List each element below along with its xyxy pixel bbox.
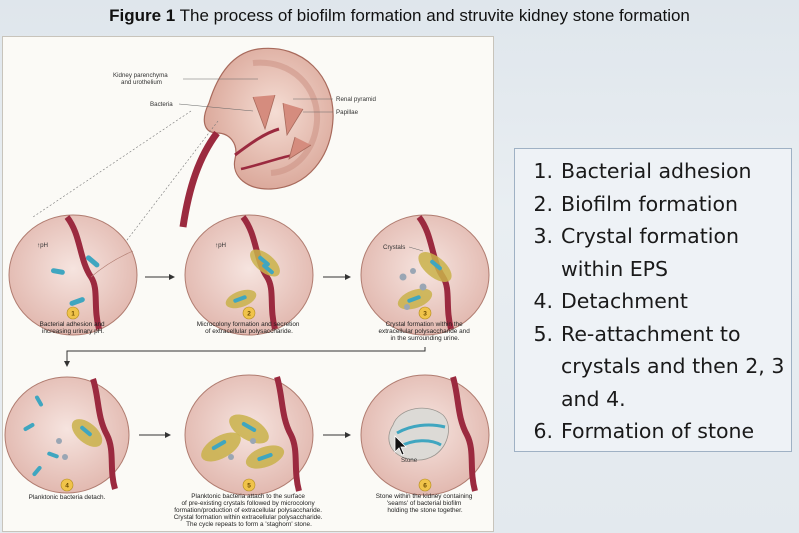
caption-stage-3: Crystal formation within the extracellul… xyxy=(378,321,471,342)
badge-5: 5 xyxy=(242,478,256,492)
badge-6: 6 xyxy=(418,478,432,492)
step-item: 5.Re-attachment to crystals and then 2, … xyxy=(533,321,785,411)
label-papillae: Papillae xyxy=(336,109,359,116)
stage-6-disc xyxy=(360,374,490,496)
figure-title-text: The process of biofilm formation and str… xyxy=(175,6,690,25)
label-ph-2: ↑pH xyxy=(215,242,226,249)
steps-list-box: 1.Bacterial adhesion 2.Biofilm formation… xyxy=(514,148,792,452)
biofilm-figure-panel: Kidney parenchyma and urothelium Bacteri… xyxy=(2,36,494,532)
arrow-2-to-3 xyxy=(323,274,351,280)
svg-text:3: 3 xyxy=(423,311,427,318)
caption-stage-5: Planktonic bacteria attach to the surfac… xyxy=(174,493,325,528)
step-item: 6.Formation of stone xyxy=(533,419,755,443)
caption-stage-4: Planktonic bacteria detach. xyxy=(29,494,106,501)
badge-2: 2 xyxy=(242,306,256,320)
arrow-1-to-2 xyxy=(145,274,175,280)
step-item: 2.Biofilm formation xyxy=(533,191,739,216)
step-item: 3.Crystal formation within EPS xyxy=(533,224,739,281)
figure-title-prefix: Figure 1 xyxy=(109,6,176,25)
svg-text:4: 4 xyxy=(65,483,69,490)
figure-title: Figure 1 The process of biofilm formatio… xyxy=(0,6,799,26)
caption-stage-2: Microcolony formation and secretion of e… xyxy=(197,321,301,335)
label-crystals: Crystals xyxy=(383,244,405,251)
stage-3-disc xyxy=(360,214,490,336)
biofilm-diagram: Kidney parenchyma and urothelium Bacteri… xyxy=(4,47,490,528)
label-kidney-parenchyma: Kidney parenchyma xyxy=(113,72,168,79)
label-urothelium: and urothelium xyxy=(121,79,162,86)
arrow-5-to-6 xyxy=(323,432,351,438)
stage-2-disc xyxy=(184,214,314,336)
step-item: 4.Detachment xyxy=(533,289,688,313)
mouse-cursor-icon xyxy=(394,435,407,456)
svg-text:1: 1 xyxy=(71,311,75,318)
label-renal-pyramid: Renal pyramid xyxy=(336,96,376,103)
step-item: 1.Bacterial adhesion xyxy=(533,159,752,183)
svg-text:5: 5 xyxy=(247,483,251,490)
steps-list: 1.Bacterial adhesion 2.Biofilm formation… xyxy=(515,149,791,448)
label-stone: Stone xyxy=(401,457,418,464)
stage-1-disc xyxy=(8,214,138,336)
label-ph-1: ↑pH xyxy=(37,242,48,249)
kidney-illustration xyxy=(179,47,334,228)
stage-4-disc xyxy=(4,376,130,494)
badge-3: 3 xyxy=(418,306,432,320)
svg-text:2: 2 xyxy=(247,311,251,318)
arrow-4-to-5 xyxy=(139,432,171,438)
badge-4: 4 xyxy=(60,478,74,492)
caption-stage-6: Stone within the kidney containing 'seam… xyxy=(376,493,474,514)
svg-text:6: 6 xyxy=(423,483,427,490)
caption-stage-1: Bacterial adhesion and increasing urinar… xyxy=(40,321,107,335)
stage-5-disc xyxy=(184,374,314,496)
badge-1: 1 xyxy=(66,306,80,320)
arrow-3-to-4 xyxy=(64,347,426,367)
label-bacteria: Bacteria xyxy=(150,101,173,108)
